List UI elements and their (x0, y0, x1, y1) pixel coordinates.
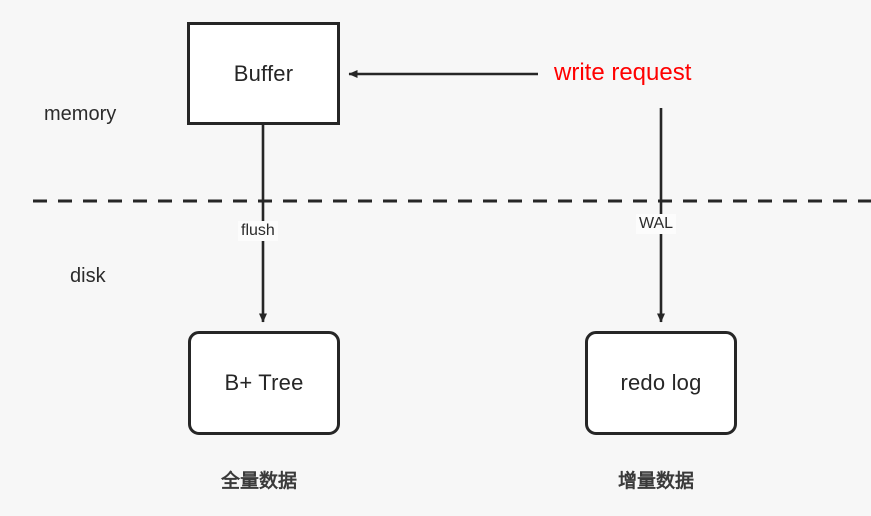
caption-incremental-data: 增量数据 (618, 471, 695, 492)
edge-label-write-request: write request (554, 59, 692, 86)
node-redolog[interactable]: redo log (585, 331, 737, 435)
node-redolog-label: redo log (620, 370, 702, 395)
region-label-memory: memory (44, 103, 117, 125)
caption-full-data: 全量数据 (221, 471, 298, 492)
node-btree-label: B+ Tree (224, 370, 304, 395)
node-buffer-label: Buffer (233, 60, 294, 86)
node-buffer[interactable]: Buffer (187, 22, 340, 125)
node-btree[interactable]: B+ Tree (188, 331, 340, 435)
region-label-disk: disk (70, 265, 106, 287)
edge-label-wal: WAL (636, 214, 677, 234)
edge-label-flush: flush (238, 221, 278, 241)
